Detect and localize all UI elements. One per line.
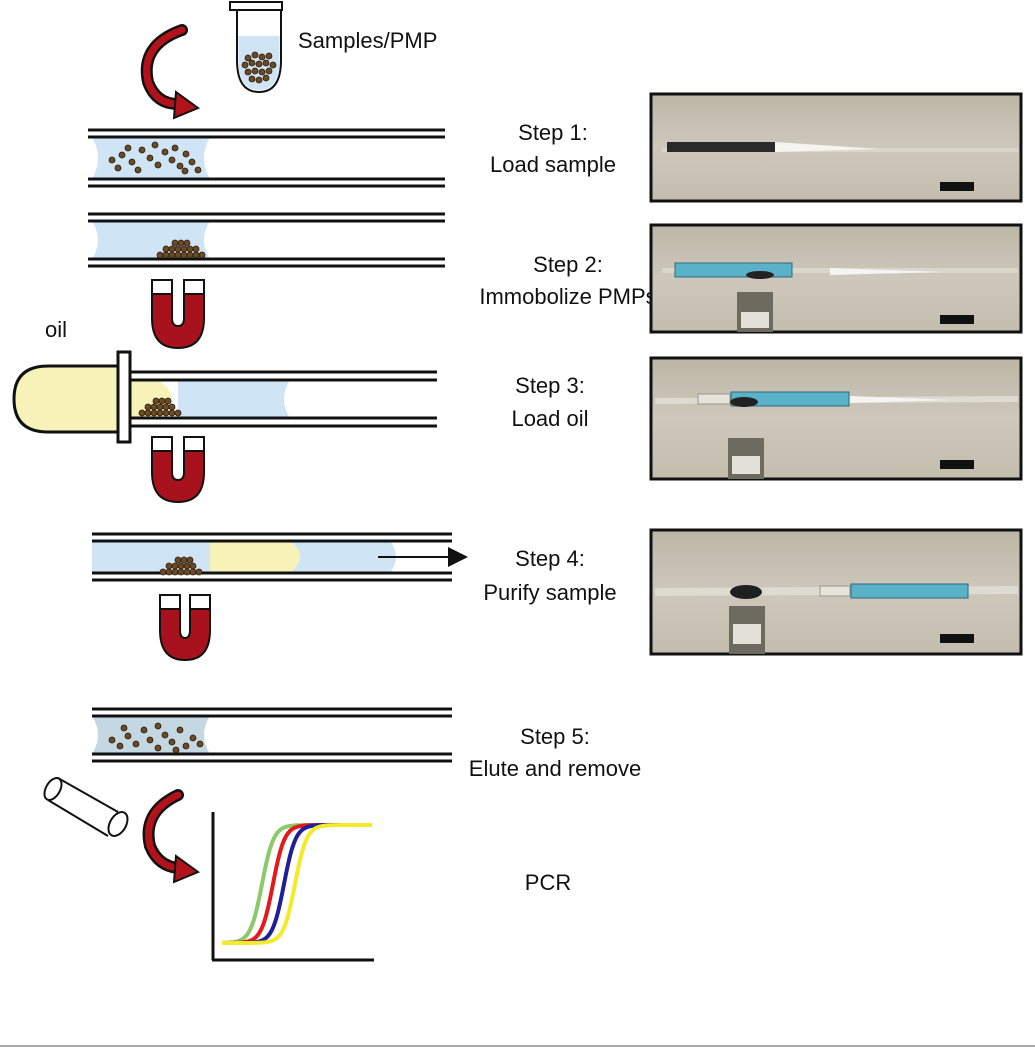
step3-title: Step 3:	[515, 373, 585, 398]
step4-title: Step 4:	[515, 546, 585, 571]
photo-step3	[649, 356, 1023, 481]
step4-channel	[92, 532, 468, 582]
samples-label: Samples/PMP	[298, 28, 437, 53]
step3-channel	[12, 350, 437, 444]
magnet-icon	[159, 594, 211, 662]
step2-beads	[156, 239, 206, 259]
curved-arrow-bottom	[142, 789, 201, 884]
pipette-tip-icon	[43, 777, 129, 837]
arrow-head-icon	[448, 547, 468, 567]
magnet-icon	[151, 436, 205, 504]
step1-channel	[88, 128, 445, 188]
step5-beads	[108, 722, 204, 754]
scale-bar	[940, 460, 974, 469]
step5-channel	[92, 707, 452, 763]
magnet-icon	[151, 279, 205, 350]
step4-desc: Purify sample	[483, 580, 616, 605]
oil-label: oil	[45, 317, 67, 342]
photo-step1	[649, 92, 1023, 203]
curved-arrow-top	[140, 24, 201, 120]
photo-step2	[649, 223, 1023, 334]
photo-step4	[649, 528, 1023, 656]
step1-title: Step 1:	[518, 120, 588, 145]
step1-desc: Load sample	[490, 152, 616, 177]
scale-bar	[940, 182, 974, 191]
scale-bar	[940, 315, 974, 324]
step3-beads	[138, 397, 182, 417]
pcr-label: PCR	[525, 870, 571, 895]
step4-beads	[159, 556, 203, 576]
step3-desc: Load oil	[511, 406, 588, 431]
step2-title: Step 2:	[533, 252, 603, 277]
sample-tube	[229, 1, 283, 94]
tube-beads	[241, 51, 277, 84]
oil-syringe	[12, 350, 132, 444]
step1-beads	[108, 141, 202, 175]
pcr-curve	[222, 823, 372, 945]
step2-channel	[88, 212, 445, 268]
step5-title: Step 5:	[520, 724, 590, 749]
step2-desc: Immobolize PMPs	[479, 284, 656, 309]
pcr-chart	[211, 812, 374, 962]
scale-bar	[940, 634, 974, 643]
step5-desc: Elute and remove	[469, 756, 641, 781]
